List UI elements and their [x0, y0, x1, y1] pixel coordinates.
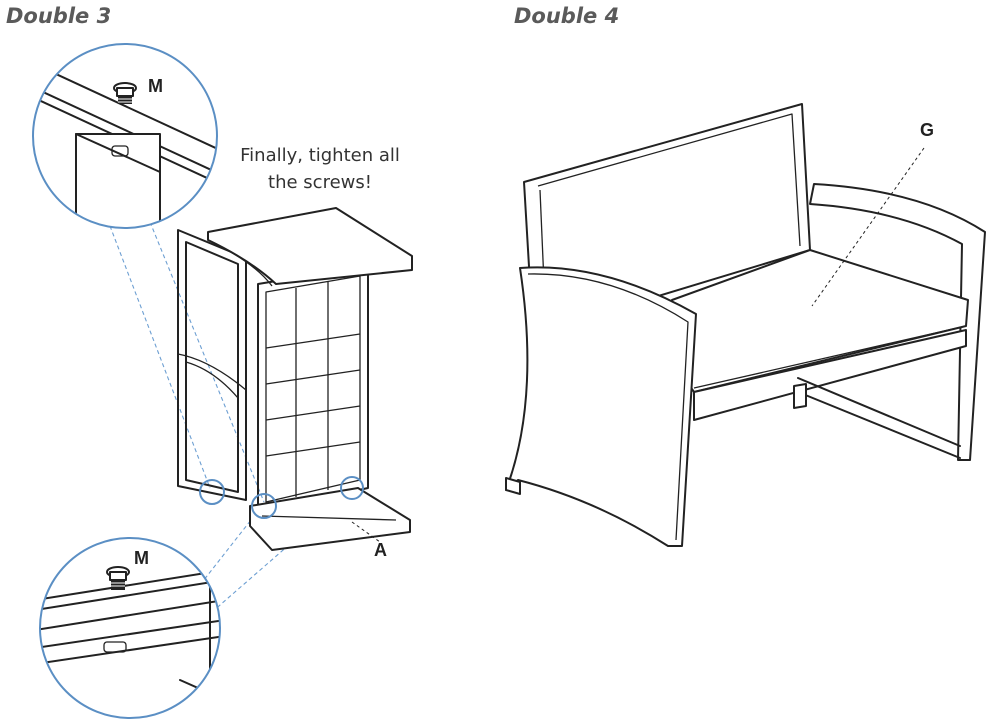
armrest-assembly — [177, 207, 413, 551]
loveseat-drawing — [505, 103, 986, 547]
label-m-bottom: M — [134, 548, 149, 568]
label-m-top: M — [148, 76, 163, 96]
screw-m-icon — [113, 82, 137, 104]
label-g: G — [920, 120, 935, 140]
detail-circle-bottom — [39, 537, 221, 719]
instruction-note: Finally, tighten all the screws! — [240, 145, 400, 193]
detail-circle-top — [32, 43, 218, 229]
step-4-title: Double 4 — [514, 4, 620, 28]
screw-m-bottom-icon — [106, 566, 130, 590]
step-3-title: Double 3 — [6, 4, 112, 28]
label-a: A — [374, 540, 387, 560]
